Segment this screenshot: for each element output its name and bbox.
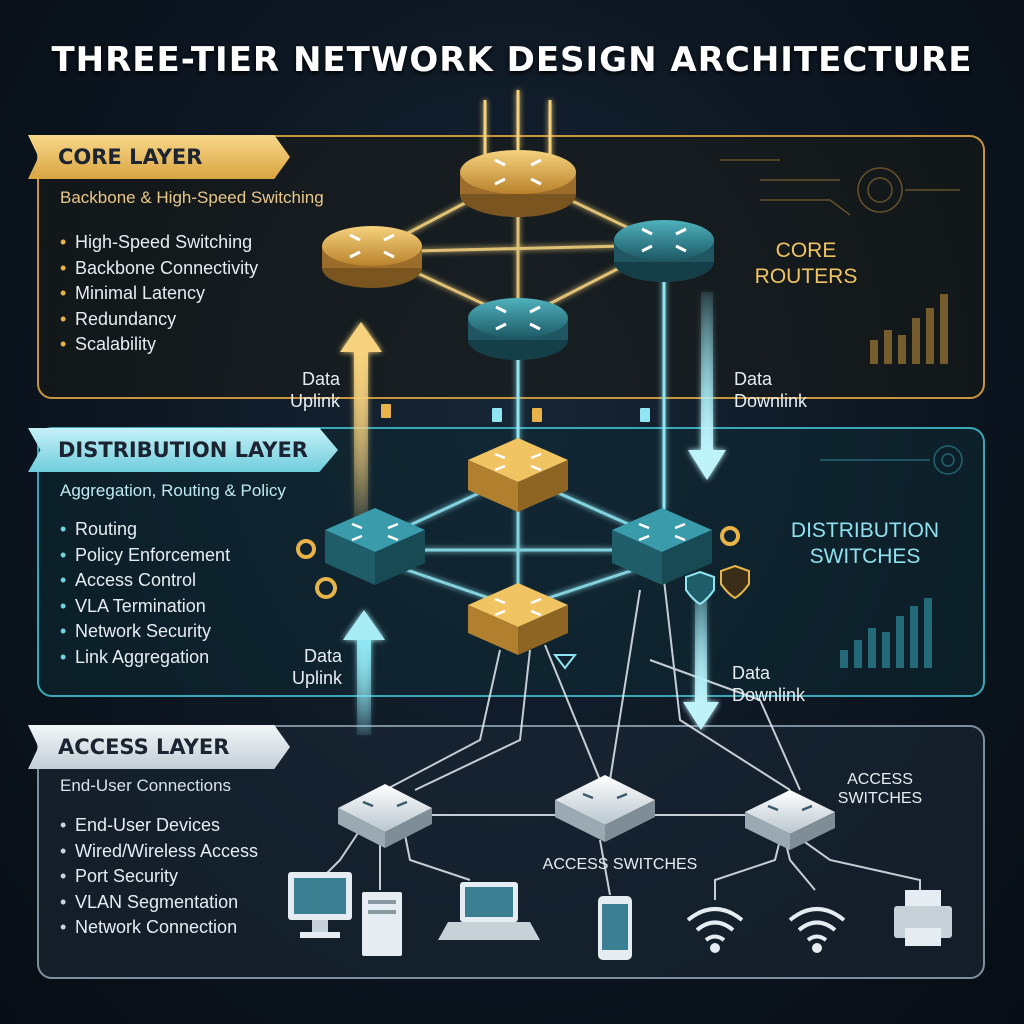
desktop-icon [288, 872, 352, 938]
list-item: •Link Aggregation [60, 646, 210, 667]
core-layer-subtitle: Backbone & High-Speed Switching [60, 188, 324, 207]
distribution-switch-left [325, 508, 425, 585]
gear-icon-right [720, 526, 740, 546]
list-item: •Redundancy [60, 308, 177, 329]
list-item: •Scalability [60, 334, 157, 354]
downlink-arrow-distribution [683, 575, 719, 730]
list-item: •Routing [60, 519, 138, 539]
distribution-layer-subtitle: Aggregation, Routing & Policy [60, 481, 286, 500]
list-item: •Access Control [60, 570, 197, 590]
data-packet-icons [381, 404, 650, 422]
core-layer-banner: CORE LAYER [28, 135, 290, 179]
filter-icon [552, 654, 578, 670]
list-item: •Backbone Connectivity [60, 257, 259, 278]
server-tower-icon [362, 892, 402, 956]
list-item: •Minimal Latency [60, 283, 206, 303]
access-switches-center-label: ACCESS SWITCHES [542, 856, 698, 873]
list-item: •VLAN Segmentation [60, 891, 239, 912]
access-layer-panel [37, 725, 985, 979]
core-router-top [460, 150, 576, 217]
core-router-right [614, 220, 714, 282]
access-switch-center [555, 775, 655, 842]
circuit-decoration [720, 159, 960, 216]
core-router-bottom [468, 298, 568, 360]
wifi-icon [686, 907, 744, 953]
list-item: •VLA Termination [60, 595, 206, 616]
printer-icon [894, 890, 952, 946]
distribution-layer-banner: DISTRIBUTION LAYER [28, 428, 338, 472]
list-item: •Policy Enforcement [60, 544, 231, 565]
core-routers-label: CORE ROUTERS [754, 239, 858, 288]
distribution-switches-label: DISTRIBUTION SWITCHES [790, 519, 940, 568]
downlink-arrow-core [688, 292, 726, 480]
distribution-to-access-links [384, 579, 801, 816]
access-layer-subtitle: End-User Connections [60, 776, 232, 795]
access-switches-label: ACCESS SWITCHES [837, 771, 923, 807]
core-bar-chart-decoration [870, 294, 948, 364]
list-item: •Network Connection [60, 917, 238, 937]
distribution-feature-list: •Routing •Policy Enforcement •Access Con… [60, 517, 230, 670]
gear-icon [296, 539, 337, 599]
list-item: •Port Security [60, 866, 179, 886]
core-layer-panel [37, 135, 985, 399]
uplink-arrow-core [340, 322, 382, 520]
wifi-icon-2 [788, 907, 846, 953]
list-item: •Network Security [60, 621, 212, 641]
access-feature-list: •End-User Devices •Wired/Wireless Access… [60, 813, 258, 941]
access-switch-right [745, 790, 835, 850]
circuit-decoration-teal [820, 445, 963, 475]
shield-icon [685, 564, 750, 606]
access-layer-banner: ACCESS LAYER [28, 725, 290, 769]
uplink-arrow-distribution [343, 610, 385, 735]
list-item: •Wired/Wireless Access [60, 840, 259, 861]
page-title: THREE-TIER NETWORK DESIGN ARCHITECTURE [51, 40, 973, 80]
distribution-bar-chart-decoration [840, 598, 932, 668]
distribution-layer-panel [37, 427, 985, 697]
distribution-switch-right [612, 508, 712, 585]
access-switch-left [338, 784, 432, 848]
distribution-switch-bottom [468, 583, 568, 655]
laptop-icon [438, 882, 540, 940]
core-router-left [322, 226, 422, 288]
distribution-switch-top [468, 438, 568, 512]
list-item: •End-User Devices [60, 815, 221, 835]
core-feature-list: •High-Speed Switching •Backbone Connecti… [60, 230, 258, 358]
list-item: •High-Speed Switching [60, 232, 253, 252]
smartphone-icon [598, 896, 632, 960]
